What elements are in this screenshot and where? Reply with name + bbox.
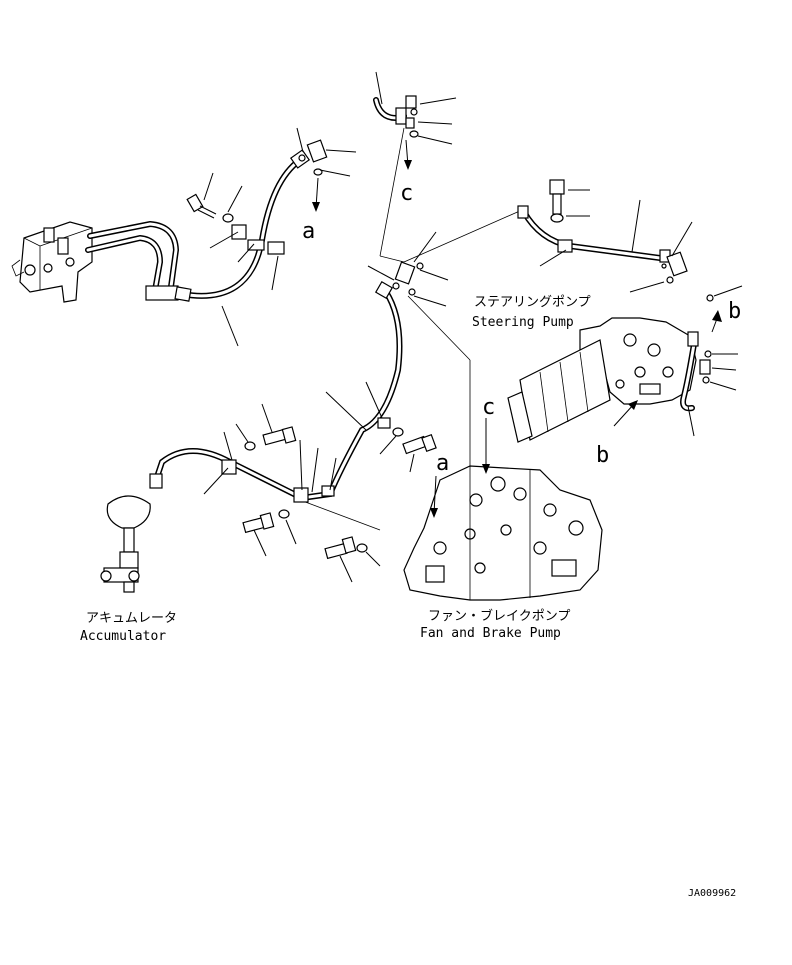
accumulator [100, 495, 151, 593]
steering-bolt-washer [549, 179, 590, 223]
fan-brake-pump-label-jp: ファン・ブレイクポンプ [428, 608, 570, 624]
hose-right-b [613, 285, 743, 437]
hose-upper-left [174, 149, 311, 302]
bolts-washers-centre [235, 403, 437, 583]
leader-lines-upper-left [203, 127, 357, 347]
ref-c-lower: c [482, 395, 495, 420]
tee-fitting-centre [367, 231, 449, 307]
fan-brake-pump-label-en: Fan and Brake Pump [420, 626, 561, 641]
ref-a-lower: a [436, 451, 449, 476]
fan-brake-pump-body [403, 465, 603, 601]
bolt-washer-left [186, 193, 234, 223]
accumulator-label-en: Accumulator [80, 629, 166, 644]
elbow-fitting-a [298, 139, 328, 176]
accumulator-label-jp: アキュムレータ [86, 611, 177, 626]
ref-c-upper: c [400, 181, 413, 206]
hose-top-centre [373, 71, 457, 170]
hose-long-centre [149, 280, 403, 503]
drawing-number: JA009962 [688, 888, 736, 899]
steering-pump-label-jp: ステアリングポンプ [474, 295, 591, 310]
ref-b-upper: b [728, 299, 741, 324]
control-valve [11, 221, 93, 303]
fan-brake-pump-arrows [430, 418, 490, 518]
ref-a-upper: a [302, 219, 315, 244]
valve-pipes [85, 220, 180, 301]
steering-pump-hose [517, 199, 693, 293]
steering-pump-label-en: Steering Pump [472, 315, 574, 330]
reference-lines [299, 127, 523, 531]
steering-pump-body [507, 317, 697, 443]
ref-b-lower: b [596, 443, 609, 468]
